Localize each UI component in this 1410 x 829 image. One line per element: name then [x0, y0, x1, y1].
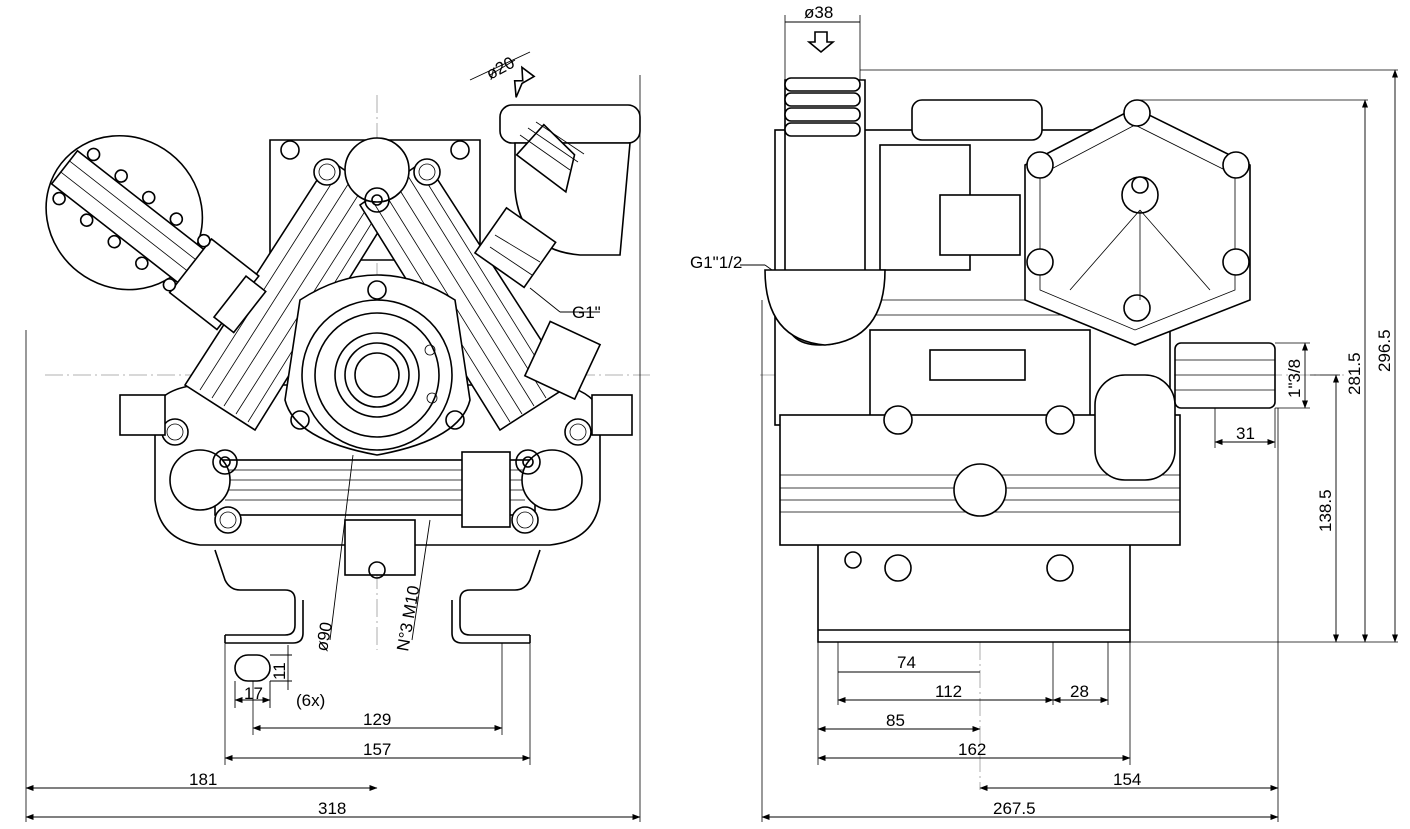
cylinder-arm-bottom	[214, 451, 536, 528]
inlet-elbow-d20	[499, 104, 641, 256]
dim-318: 318	[25, 799, 641, 820]
label-157: 157	[363, 740, 391, 759]
dim-d38: ø38	[784, 3, 861, 80]
mounting-foot-right	[451, 549, 541, 644]
dim-28: 28	[1052, 682, 1109, 703]
label-g1-1-2: G1"1/2	[690, 253, 742, 272]
valve-cap-left	[169, 449, 238, 511]
dim-157: 157	[224, 740, 531, 761]
dim-138-5: 138.5	[1316, 374, 1339, 643]
dim-112: 112	[837, 682, 1054, 703]
label-318: 318	[318, 799, 346, 818]
pressure-accumulator-side	[1024, 99, 1251, 346]
oil-cap	[911, 99, 1043, 141]
label-m10: N°3 M10	[393, 584, 423, 653]
label-74: 74	[897, 653, 916, 672]
dim-slot: 17 11 (6x)	[234, 645, 325, 710]
label-181: 181	[189, 770, 217, 789]
label-85: 85	[886, 711, 905, 730]
label-shaft: 1"3/8	[1285, 359, 1304, 398]
dim-shaft: 1"3/8	[1275, 342, 1310, 409]
label-267-5: 267.5	[993, 799, 1036, 818]
central-hub	[284, 274, 471, 456]
pressure-accumulator	[45, 134, 267, 334]
label-slot-11: 11	[270, 662, 289, 680]
side-boss-right	[523, 320, 602, 401]
inlet-hose-d38	[764, 77, 886, 346]
side-plug-left	[119, 394, 166, 436]
side-plug-right	[591, 394, 633, 436]
bolts	[161, 140, 592, 534]
outlet-fitting-g1	[473, 206, 557, 289]
label-28: 28	[1070, 682, 1089, 701]
valve-cap-right	[515, 449, 583, 511]
label-112: 112	[935, 682, 962, 701]
label-slot-count: (6x)	[296, 691, 325, 710]
label-d20: ø20	[483, 53, 518, 84]
dim-296-5: 296.5	[1375, 69, 1398, 643]
dim-d90: ø90	[312, 454, 354, 653]
valve-cap-top	[344, 137, 410, 213]
pto-shaft	[1174, 342, 1276, 409]
dim-74: 74	[838, 653, 980, 673]
dim-162: 162	[817, 740, 1131, 761]
front-view: ø20 G1" ø90 N°3 M10 17 11 (6x)	[25, 51, 650, 822]
label-d38: ø38	[804, 3, 833, 22]
dim-d20: ø20	[469, 51, 536, 98]
dim-267-5: 267.5	[761, 799, 1279, 820]
mounting-slot	[234, 654, 271, 682]
label-129: 129	[363, 710, 391, 729]
dim-85: 85	[817, 711, 981, 732]
mounting-foot-left	[214, 549, 304, 644]
dim-g1: G1"	[529, 287, 601, 322]
dim-281-5: 281.5	[1345, 99, 1368, 643]
label-g1: G1"	[572, 303, 601, 322]
side-view: ø38 G1"1/2 1"3/8 31 138.5	[690, 3, 1398, 822]
base-plate	[817, 534, 1131, 643]
dim-31: 31	[1214, 408, 1276, 448]
label-d90: ø90	[312, 621, 336, 653]
label-154: 154	[1113, 770, 1141, 789]
dim-g1-1-2: G1"1/2	[690, 253, 773, 272]
dim-181: 181	[25, 770, 378, 791]
label-138-5: 138.5	[1316, 489, 1335, 532]
cylinder-stack	[779, 374, 1181, 546]
label-slot-17: 17	[244, 684, 263, 703]
label-281-5: 281.5	[1345, 352, 1364, 395]
label-162: 162	[958, 740, 986, 759]
dim-154: 154	[979, 770, 1279, 791]
label-31: 31	[1236, 424, 1255, 443]
dim-129: 129	[252, 710, 503, 731]
label-296-5: 296.5	[1375, 329, 1394, 372]
